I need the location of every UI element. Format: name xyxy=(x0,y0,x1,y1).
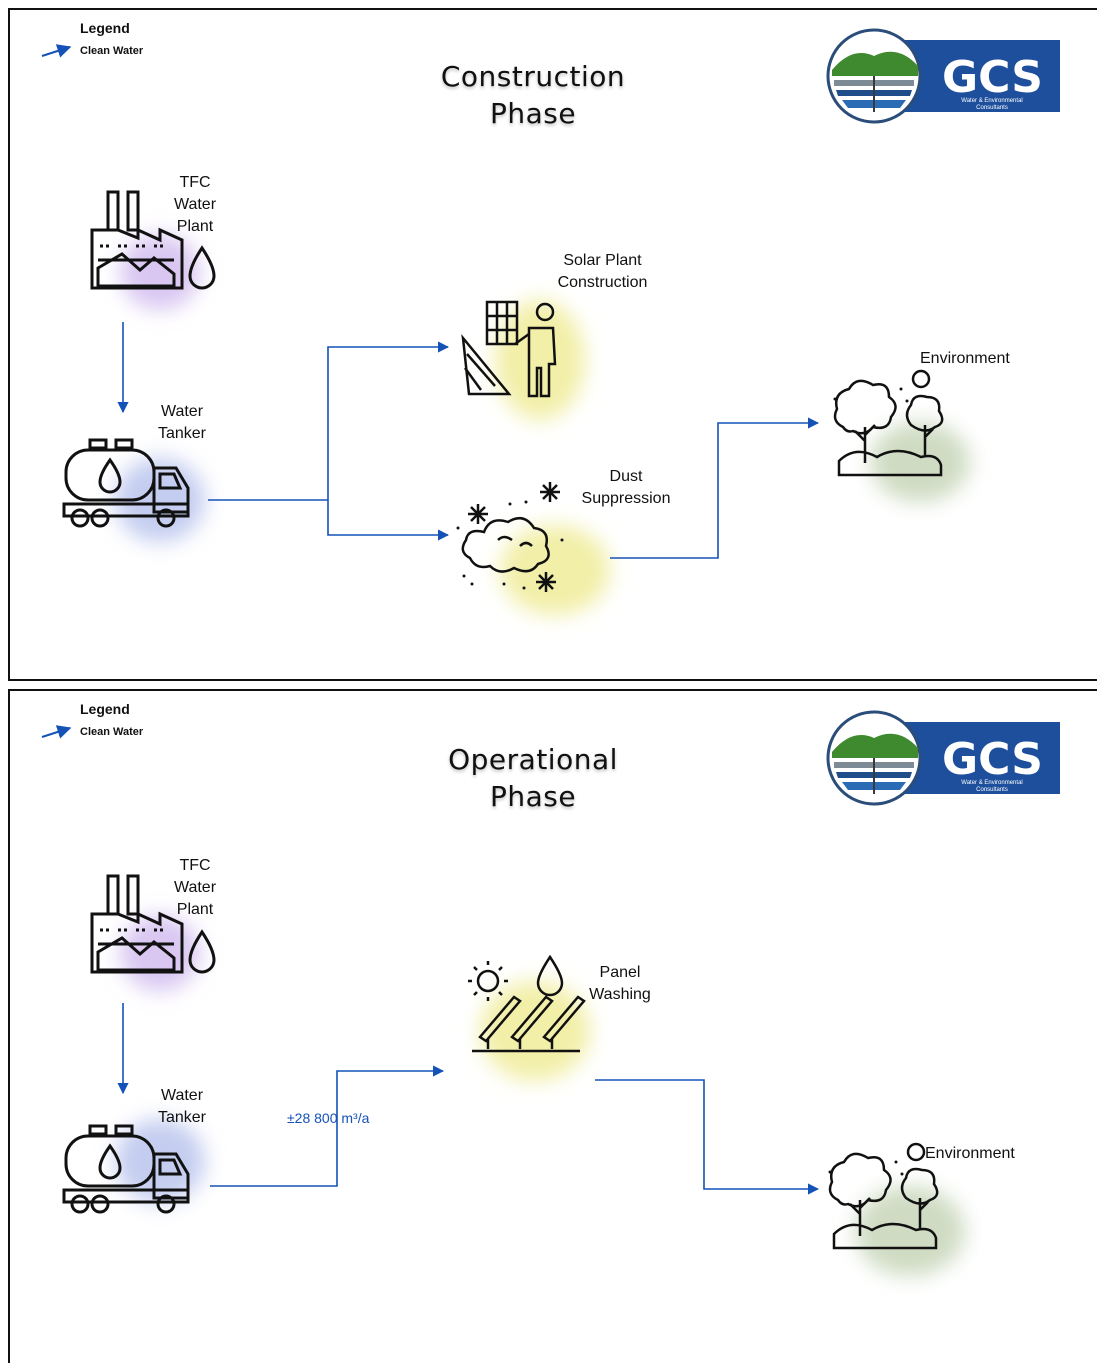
tanker-line1: Water xyxy=(160,403,204,420)
phase-title-line1: Construction xyxy=(440,60,626,93)
washing-line2: Washing xyxy=(589,986,651,1003)
legend-title: Legend xyxy=(80,701,130,717)
node-washing-label: Panel Washing xyxy=(580,962,660,1006)
node-dust-label: Dust Suppression xyxy=(570,466,682,510)
dust-line2: Suppression xyxy=(581,490,671,507)
logo-sub2: Consultants xyxy=(976,787,1008,793)
node-tanker-label: Water Tanker xyxy=(150,401,214,445)
operational-phase-panel: Legend Clean Water Operational Phase GCS… xyxy=(8,689,1097,1363)
node-plant-label: TFC Water Plant xyxy=(160,172,230,238)
water-tanker-icon xyxy=(62,1124,190,1214)
tanker-line2: Tanker xyxy=(157,425,207,442)
node-tanker-label: Water Tanker xyxy=(150,1085,214,1129)
tanker-line2: Tanker xyxy=(157,1109,207,1126)
environment-trees-icon xyxy=(828,1142,939,1250)
plant-line2: Water xyxy=(173,196,217,213)
phase-title-line1: Operational xyxy=(448,743,618,776)
node-solar-label: Solar Plant Construction xyxy=(540,250,665,294)
washing-line1: Panel xyxy=(599,964,641,981)
plant-line3: Plant xyxy=(176,901,214,918)
logo-sub1: Water & Environmental xyxy=(961,780,1022,786)
panel-washing-icon xyxy=(468,954,586,1053)
plant-line1: TFC xyxy=(179,857,211,874)
water-tanker-icon xyxy=(62,438,190,528)
phase-title-line2: Phase xyxy=(489,97,577,130)
logo-sub2: Consultants xyxy=(976,105,1008,111)
flow-volume-label: ±28 800 m³/a xyxy=(287,1110,370,1126)
logo-sub1: Water & Environmental xyxy=(961,98,1022,104)
phase-title-line2: Phase xyxy=(489,780,577,813)
solar-line1: Solar Plant xyxy=(563,252,642,269)
legend-title: Legend xyxy=(80,20,130,36)
logo-text: GCS xyxy=(942,52,1043,103)
node-environment-label: Environment xyxy=(920,350,1010,367)
plant-line2: Water xyxy=(173,879,217,896)
node-plant-label: TFC Water Plant xyxy=(160,855,230,921)
legend-arrow-icon xyxy=(41,725,72,739)
tanker-line1: Water xyxy=(160,1087,204,1104)
plant-line1: TFC xyxy=(179,174,211,191)
legend-clean-water: Clean Water xyxy=(40,44,143,58)
phase-title: Operational Phase xyxy=(383,741,683,815)
gcs-logo: GCS Water & Environmental Consultants xyxy=(826,28,1060,124)
legend-label: Clean Water xyxy=(80,726,144,738)
solar-worker-icon xyxy=(461,300,557,398)
dust-cloud-icon xyxy=(456,482,564,592)
legend-arrow-icon xyxy=(41,44,72,58)
phase-title: Construction Phase xyxy=(383,58,683,132)
logo-text: GCS xyxy=(942,734,1043,785)
legend-clean-water: Clean Water xyxy=(40,725,143,739)
dust-line1: Dust xyxy=(609,468,643,485)
factory-water-icon xyxy=(90,874,216,974)
construction-phase-panel: Legend Clean Water Construction Phase GC… xyxy=(8,8,1097,681)
node-environment-label: Environment xyxy=(925,1145,1015,1162)
gcs-logo: GCS Water & Environmental Consultants xyxy=(826,710,1060,806)
solar-line2: Construction xyxy=(557,274,648,291)
factory-water-icon xyxy=(90,190,216,290)
environment-trees-icon xyxy=(833,369,944,477)
legend-label: Clean Water xyxy=(80,45,144,57)
plant-line3: Plant xyxy=(176,218,214,235)
